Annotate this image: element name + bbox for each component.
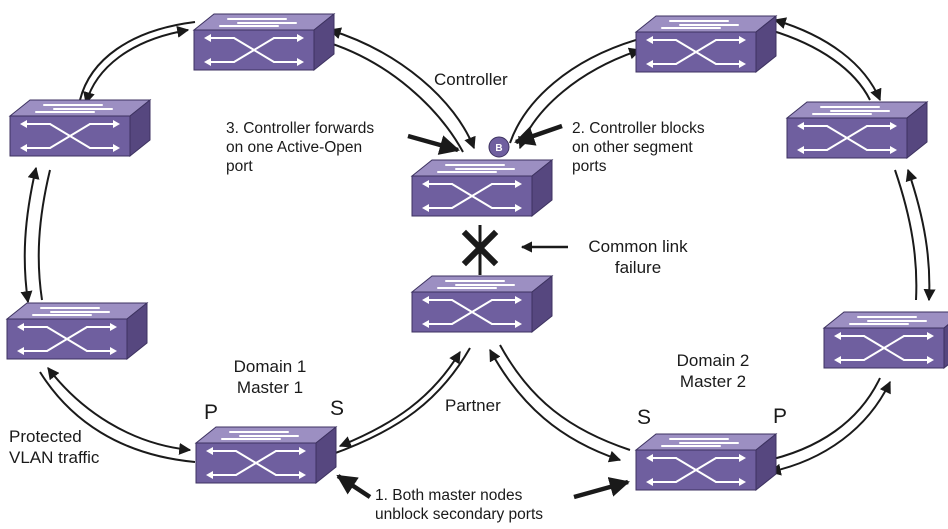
step2-line3: ports	[572, 157, 607, 175]
step1-line2: unblock secondary ports	[375, 505, 544, 523]
switch-top-right-icon	[635, 15, 777, 73]
step2-line2: on other segment	[572, 138, 693, 156]
port-s-left-label: S	[330, 397, 345, 420]
switch-top-left-icon	[193, 13, 335, 71]
blocked-port-marker: B	[488, 136, 510, 158]
domain2-line2: Master 2	[679, 371, 747, 391]
step2-line1: 2. Controller blocks	[572, 120, 705, 137]
port-p-left-label: P	[204, 401, 219, 424]
step1-line1: 1. Both master nodes	[375, 487, 523, 504]
callout-arrows	[336, 123, 630, 500]
switch-controller-icon	[411, 159, 553, 217]
step1-callout: 1. Both master nodes unblock secondary p…	[375, 487, 543, 525]
switch-right-lower-icon	[823, 311, 948, 369]
port-p-right-label: P	[773, 405, 788, 428]
port-s-right-label: S	[637, 406, 652, 429]
common-link-line1: Common link	[588, 237, 688, 256]
domain1-line1: Domain 1	[233, 357, 307, 376]
step3-line1: 3. Controller forwards	[226, 120, 375, 137]
switch-left-lower-icon	[6, 302, 148, 360]
common-link-line2: failure	[614, 257, 662, 277]
controller-label: Controller	[434, 70, 508, 89]
switch-domain1-master-icon	[195, 426, 337, 484]
common-link-failure-label: Common link failure	[578, 237, 698, 278]
block-marker-label: B	[495, 143, 502, 154]
domain2-label: Domain 2 Master 2	[668, 351, 758, 392]
switch-domain2-master-icon	[635, 433, 777, 491]
link-failure-x-icon	[461, 229, 499, 267]
step3-line2: on one Active-Open	[226, 138, 363, 156]
domain1-line2: Master 1	[236, 377, 304, 397]
switch-partner-icon	[411, 275, 553, 333]
domain2-line1: Domain 2	[676, 351, 750, 370]
step3-callout: 3. Controller forwards on one Active-Ope…	[226, 120, 374, 177]
step3-line3: port	[226, 157, 253, 175]
step2-callout: 2. Controller blocks on other segment po…	[572, 120, 705, 177]
protected-line2: VLAN traffic	[9, 447, 100, 467]
domain1-label: Domain 1 Master 1	[225, 357, 315, 398]
partner-label: Partner	[445, 396, 501, 415]
switch-left-upper-icon	[9, 99, 151, 157]
ring-links	[20, 17, 936, 476]
switch-right-upper-icon	[786, 101, 928, 159]
protected-line1: Protected	[9, 427, 82, 446]
protected-vlan-label: Protected VLAN traffic	[9, 427, 99, 468]
